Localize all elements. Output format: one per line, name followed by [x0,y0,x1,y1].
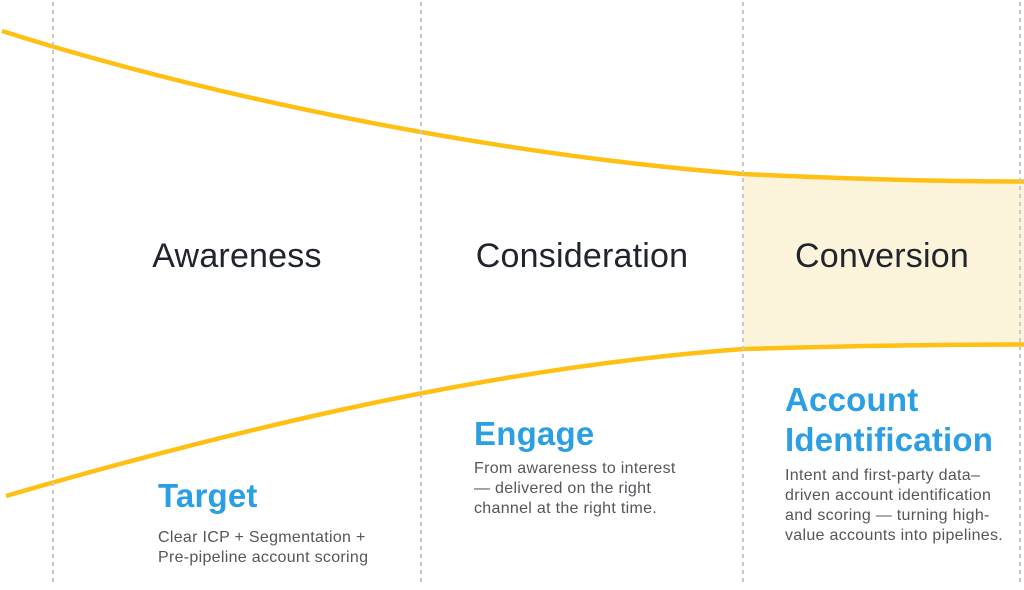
stage-divider-4 [1019,2,1021,586]
description-line: value accounts into pipelines. [785,527,1004,544]
description-line: channel at the right time. [474,500,658,517]
stage-divider-1 [52,2,54,586]
description-line: Pre-pipeline account scoring [158,549,369,566]
stage-divider-3 [742,2,744,586]
description-line: From awareness to interest [474,460,676,477]
action-title-line: Target [158,477,258,514]
funnel-bottom-curve [5,342,1024,499]
action-title-line: Account [785,381,919,418]
action-description-target: Clear ICP + Segmentation + Pre-pipeline … [158,528,368,568]
action-description-engage: From awareness to interest — delivered o… [474,459,676,519]
stage-divider-2 [420,2,422,586]
conversion-highlight-fill [743,174,1024,349]
action-title-line: Identification [785,421,994,458]
action-title-engage: Engage [474,414,594,454]
action-title-account-identification: Account Identification [785,380,993,460]
description-line: Clear ICP + Segmentation + [158,529,366,546]
description-line: and scoring — turning high- [785,507,990,524]
action-title-line: Engage [474,415,595,452]
funnel-top-curve [1,28,1024,184]
description-line: Intent and first-party data– [785,467,981,484]
description-line: — delivered on the right [474,480,652,497]
stage-label-awareness: Awareness [152,237,322,275]
stage-label-consideration: Consideration [475,237,689,275]
action-title-target: Target [158,476,258,516]
description-line: driven account identification [785,487,992,504]
stage-label-conversion: Conversion [795,237,969,275]
action-description-account-identification: Intent and first-party data– driven acco… [785,466,1003,546]
